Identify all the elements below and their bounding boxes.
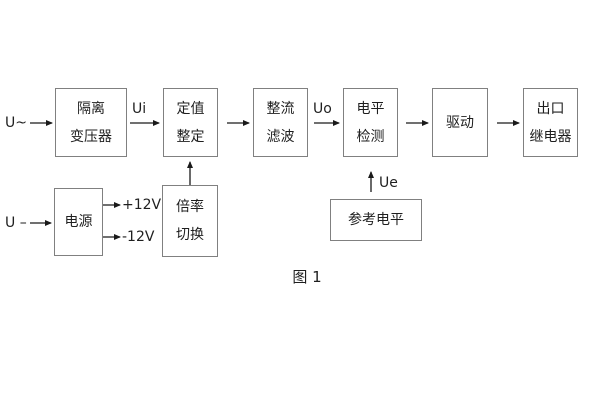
block-label: 参考电平 [348, 212, 404, 228]
label-ui-signal: Ui [132, 101, 147, 117]
block-reference-level: 参考电平 [330, 199, 422, 241]
block-isolation-transformer: 隔离 变压器 [55, 88, 127, 157]
block-label: 检测 [356, 128, 385, 145]
label-uo-signal: Uo [313, 101, 332, 117]
label-ac-input: U~ [5, 115, 27, 131]
block-power-supply: 电源 [54, 188, 103, 256]
block-label: 整流 [266, 100, 295, 117]
block-label: 隔离 [77, 100, 105, 117]
block-driver: 驱动 [432, 88, 488, 157]
block-level-detect: 电平 检测 [343, 88, 398, 157]
block-label: 驱动 [446, 114, 474, 131]
label-minus-12v: -12V [122, 229, 155, 245]
block-label: 继电器 [529, 128, 572, 145]
block-label: 定值 [176, 100, 205, 117]
block-label: 电平 [356, 100, 385, 117]
block-label: 倍率 [176, 199, 204, 215]
block-setpoint-adjust: 定值 整定 [163, 88, 218, 157]
block-label: 变压器 [70, 128, 112, 145]
figure-caption: 图 1 [292, 268, 322, 286]
block-output-relay: 出口 继电器 [523, 88, 578, 157]
block-label: 电源 [64, 214, 93, 230]
block-label: 滤波 [266, 128, 295, 145]
block-ratio-switch: 倍率 切换 [162, 185, 218, 257]
label-dc-input: U – [5, 215, 27, 231]
block-rectifier-filter: 整流 滤波 [253, 88, 308, 157]
block-label: 整定 [176, 128, 205, 145]
block-label: 出口 [536, 100, 565, 117]
block-label: 切换 [176, 227, 204, 243]
label-plus-12v: +12V [122, 197, 162, 213]
label-ue-signal: Ue [379, 175, 398, 191]
